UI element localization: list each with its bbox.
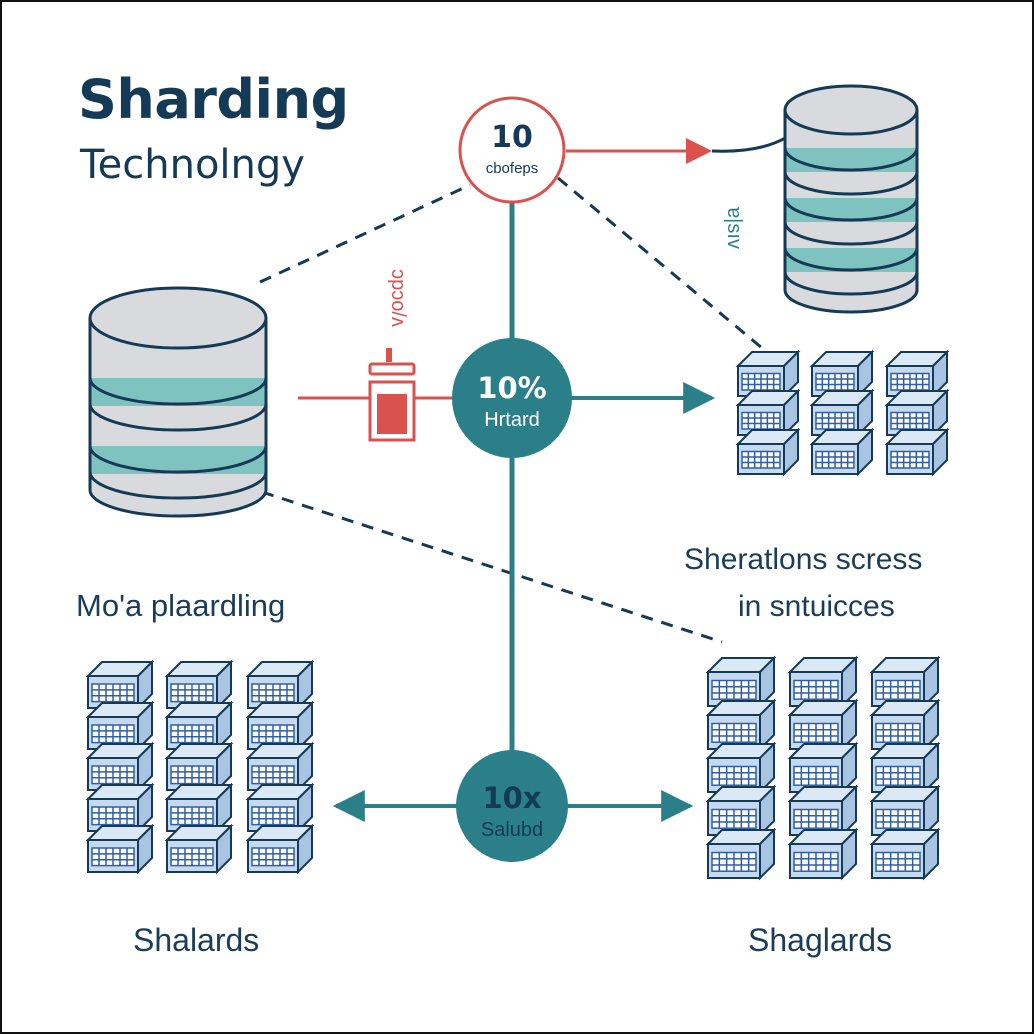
- node-bottom-value: 10x: [482, 781, 541, 815]
- database-icon-right: [783, 84, 919, 314]
- top-red-connector: [566, 135, 788, 164]
- node-bottom-label: Salubd: [481, 819, 543, 841]
- arrow-head-red: [686, 138, 712, 164]
- server-unit: [884, 427, 950, 477]
- left-caption: Mo'a plaardling: [76, 588, 286, 623]
- server-unit: [245, 659, 315, 711]
- bottom-right-label: Shaglards: [748, 922, 893, 958]
- server-unit: [787, 655, 859, 709]
- server-unit: [787, 784, 859, 838]
- server-unit: [164, 782, 234, 834]
- right-caption-line2: in sntuicces: [738, 590, 895, 623]
- server-unit: [85, 700, 155, 752]
- server-unit: [705, 741, 777, 795]
- server-unit: [245, 700, 315, 752]
- page-title: Sharding: [78, 68, 349, 131]
- server-unit: [245, 782, 315, 834]
- server-unit: [164, 741, 234, 793]
- server-unit: [787, 741, 859, 795]
- server-unit: [705, 698, 777, 752]
- server-unit: [809, 349, 875, 399]
- server-unit: [164, 700, 234, 752]
- page-subtitle: Technolngy: [80, 142, 305, 188]
- node-top-label: cbofeps: [486, 160, 539, 177]
- server-unit: [85, 659, 155, 711]
- server-unit: [85, 823, 155, 875]
- server-unit: [869, 741, 941, 795]
- server-unit: [735, 388, 801, 438]
- server-unit: [85, 741, 155, 793]
- server-unit: [705, 655, 777, 709]
- server-unit: [164, 823, 234, 875]
- dashed-line-left-top: [259, 183, 471, 284]
- server-unit: [869, 784, 941, 838]
- server-unit: [869, 655, 941, 709]
- node-top: 10 cbofeps: [458, 96, 566, 204]
- server-racks: [85, 349, 950, 881]
- right-caption-line1: Sheratlons scress: [684, 543, 923, 576]
- server-unit: [705, 827, 777, 881]
- server-unit: [869, 698, 941, 752]
- right-db-vertical-label: ɐ|sıv: [723, 207, 745, 249]
- lock-icon: [368, 348, 416, 442]
- server-unit: [735, 349, 801, 399]
- server-unit: [787, 827, 859, 881]
- server-unit: [85, 782, 155, 834]
- server-unit: [787, 698, 859, 752]
- dashed-line-left-bottom: [261, 490, 723, 644]
- server-unit: [164, 659, 234, 711]
- left-db-vertical-label: ɔpɔo/ʌ: [387, 269, 409, 327]
- node-middle-label: Hrtard: [484, 409, 540, 431]
- dashed-connectors: [259, 176, 763, 644]
- server-unit: [809, 427, 875, 477]
- server-unit: [735, 427, 801, 477]
- bottom-left-label: Shalards: [133, 922, 260, 958]
- server-unit: [869, 827, 941, 881]
- node-bottom: 10x Salubd: [456, 750, 568, 862]
- node-middle: 10% Hrtard: [452, 338, 572, 458]
- database-icon-left: [88, 286, 268, 518]
- dashed-line-right-top: [557, 176, 763, 350]
- server-unit: [245, 741, 315, 793]
- server-unit: [884, 349, 950, 399]
- server-unit: [705, 784, 777, 838]
- server-unit: [809, 388, 875, 438]
- node-top-value: 10: [491, 120, 533, 155]
- node-middle-value: 10%: [477, 371, 546, 405]
- connector-curve: [711, 135, 788, 153]
- server-unit: [884, 388, 950, 438]
- server-unit: [245, 823, 315, 875]
